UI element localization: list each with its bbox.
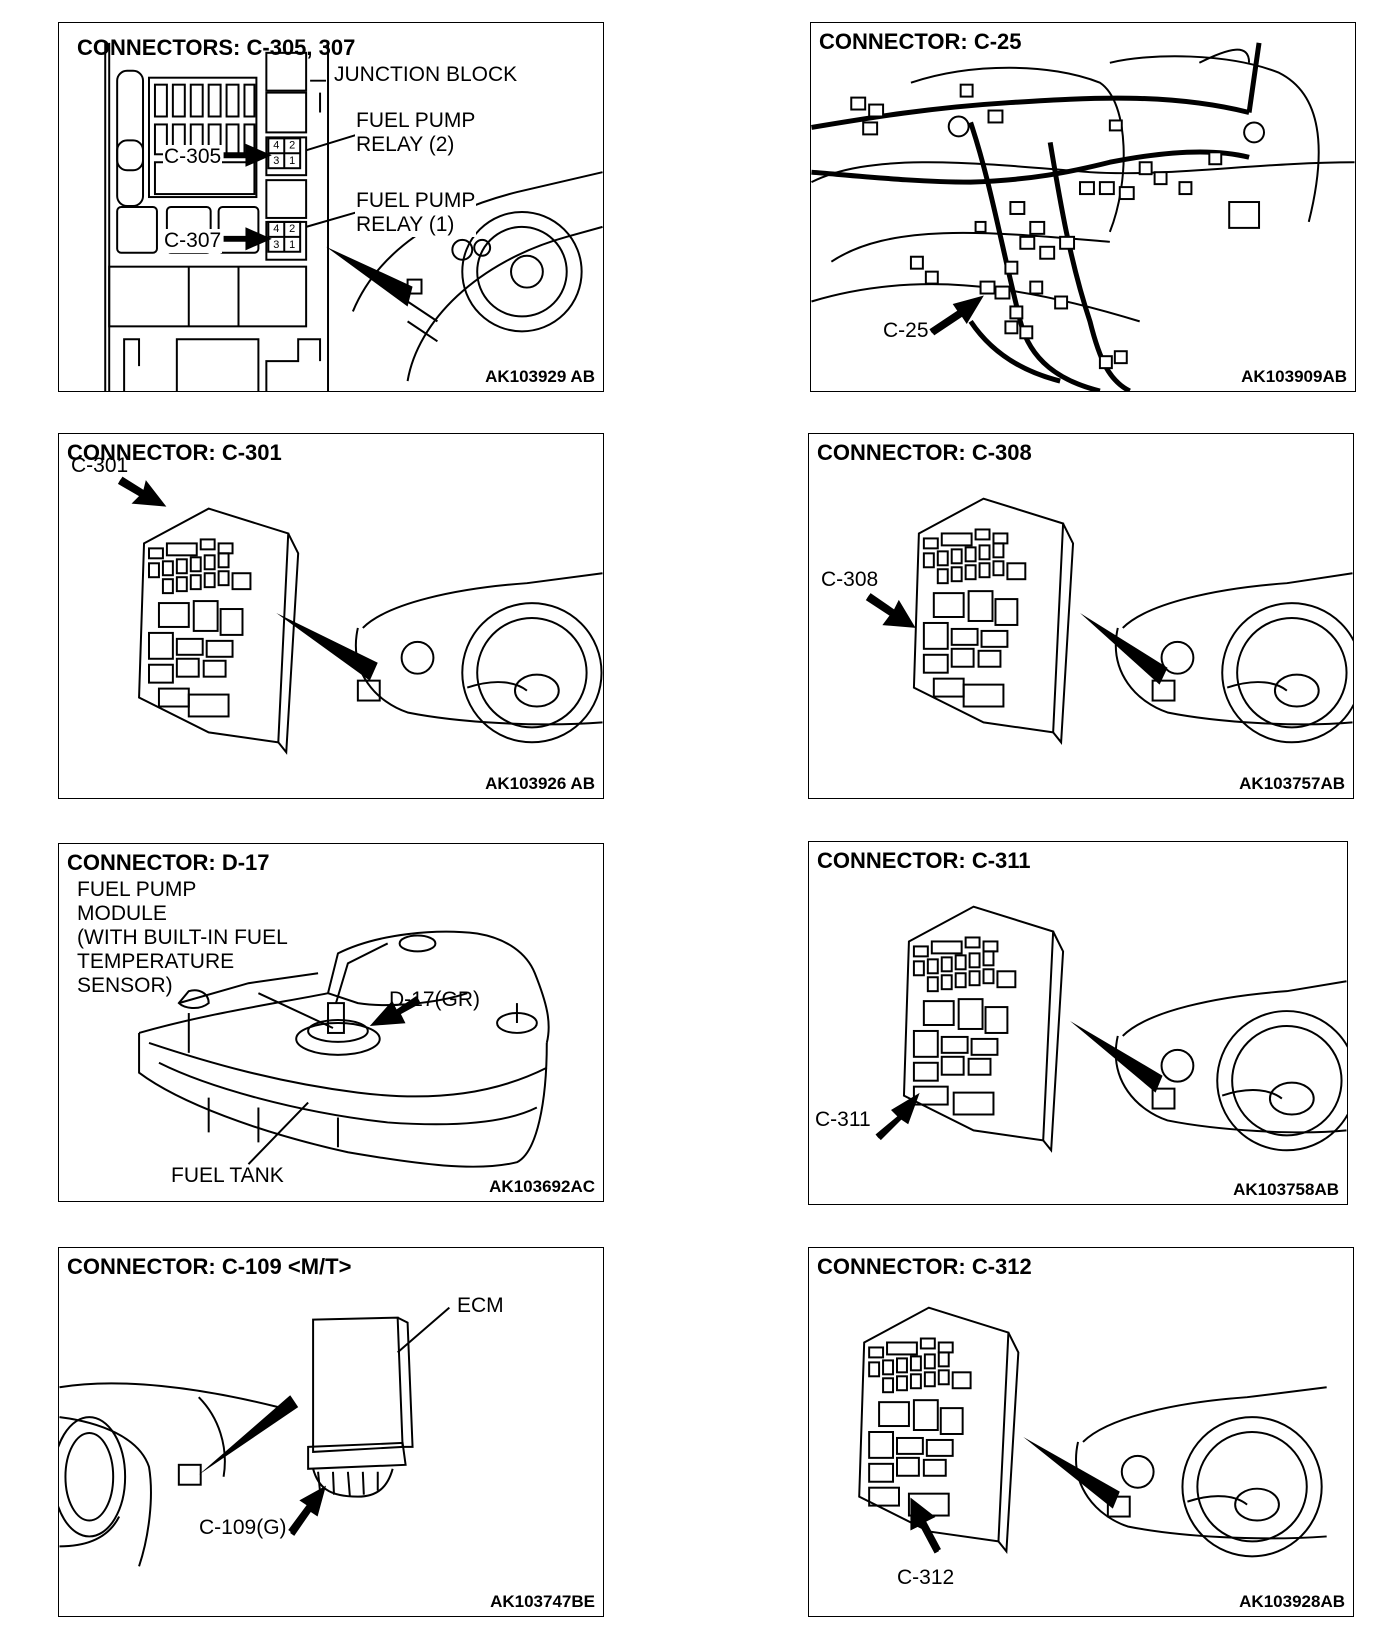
panel-title: CONNECTOR: C-25 bbox=[819, 29, 1022, 55]
c305-callout: C-305 bbox=[163, 145, 223, 169]
junction-block-dash-illustration bbox=[875, 905, 1347, 1153]
figure-code: AK103758AB bbox=[1233, 1180, 1339, 1199]
pin-label: 1 bbox=[289, 155, 295, 167]
ecm-illustration bbox=[59, 1306, 451, 1567]
panel-connector-d17: CONNECTOR: D-17 FUEL PUMP MODULE (WITH B… bbox=[58, 843, 604, 1202]
panel-title: CONNECTORS: C-305, 307 bbox=[77, 35, 356, 60]
panel-title: CONNECTOR: C-301 bbox=[67, 440, 282, 465]
fuel-pump-relay-1-label: FUEL PUMP RELAY (1) bbox=[355, 189, 477, 237]
panel-connector-c308: CONNECTOR: C-308 C-308 AK103757AB bbox=[808, 433, 1354, 799]
figure-code: AK103928AB bbox=[1239, 1592, 1345, 1611]
panel-connector-c312: CONNECTOR: C-312 C-312 AK103928AB bbox=[808, 1247, 1354, 1617]
pin-label: 3 bbox=[273, 239, 279, 251]
figure-code: AK103929 AB bbox=[485, 367, 595, 386]
pin-label: 4 bbox=[273, 139, 279, 151]
figure-code: AK103926 AB bbox=[485, 774, 595, 793]
panel-connectors-c305-c307: 2 1 4 3 2 1 4 3 CONNECTORS: C-305, 307 J… bbox=[58, 22, 604, 392]
pin-label: 2 bbox=[289, 223, 295, 235]
c25-callout: C-25 bbox=[883, 319, 929, 342]
ecm-label: ECM bbox=[457, 1294, 504, 1317]
d17-callout: D-17(GR) bbox=[389, 988, 481, 1011]
junction-block-dash-illustration bbox=[858, 1306, 1327, 1558]
panel-connector-c311: CONNECTOR: C-311 C-311 AK103758AB bbox=[808, 841, 1348, 1205]
figure-code: AK103747BE bbox=[490, 1592, 595, 1611]
pin-label: 3 bbox=[273, 155, 279, 167]
junction-block-dash-illustration bbox=[117, 476, 603, 755]
c301-callout: C-301 bbox=[71, 454, 129, 477]
fuel-pump-relay-2-label: FUEL PUMP RELAY (2) bbox=[355, 109, 477, 157]
junction-block-dash-illustration bbox=[865, 497, 1353, 745]
figure-code: AK103757AB bbox=[1239, 774, 1345, 793]
junction-block-illustration: 2 1 4 3 2 1 4 3 bbox=[104, 42, 603, 391]
panel-title: CONNECTOR: C-308 bbox=[817, 440, 1032, 465]
panel-title: CONNECTOR: C-312 bbox=[817, 1254, 1032, 1279]
c307-callout: C-307 bbox=[163, 229, 223, 253]
panel-title: CONNECTOR: C-109 <M/T> bbox=[67, 1254, 352, 1279]
c308-callout: C-308 bbox=[821, 568, 879, 591]
c312-callout: C-312 bbox=[897, 1566, 955, 1589]
panel-connector-c25: CONNECTOR: C-25 C-25 AK103909AB bbox=[810, 22, 1356, 392]
pin-label: 4 bbox=[273, 223, 279, 235]
fuel-tank-illustration bbox=[138, 930, 550, 1168]
dashboard-harness-illustration bbox=[811, 42, 1355, 391]
panel-connector-c301: CONNECTOR: C-301 C-301 AK103926 AB bbox=[58, 433, 604, 799]
pin-label: 1 bbox=[289, 239, 295, 251]
panel-title: CONNECTOR: C-311 bbox=[817, 848, 1031, 873]
pin-label: 2 bbox=[289, 139, 295, 151]
fuel-pump-module-label: FUEL PUMP MODULE (WITH BUILT-IN FUEL TEM… bbox=[77, 878, 288, 997]
c311-callout: C-311 bbox=[815, 1108, 871, 1131]
junction-block-label: JUNCTION BLOCK bbox=[333, 63, 519, 87]
figure-code: AK103909AB bbox=[1241, 367, 1347, 386]
c109-callout: C-109(G) bbox=[199, 1516, 287, 1539]
panel-connector-c109: CONNECTOR: C-109 <M/T> ECM C-109(G) AK10… bbox=[58, 1247, 604, 1617]
panel-title: CONNECTOR: D-17 bbox=[67, 850, 270, 875]
fuel-tank-label: FUEL TANK bbox=[171, 1164, 284, 1187]
figure-code: AK103692AC bbox=[489, 1177, 595, 1196]
